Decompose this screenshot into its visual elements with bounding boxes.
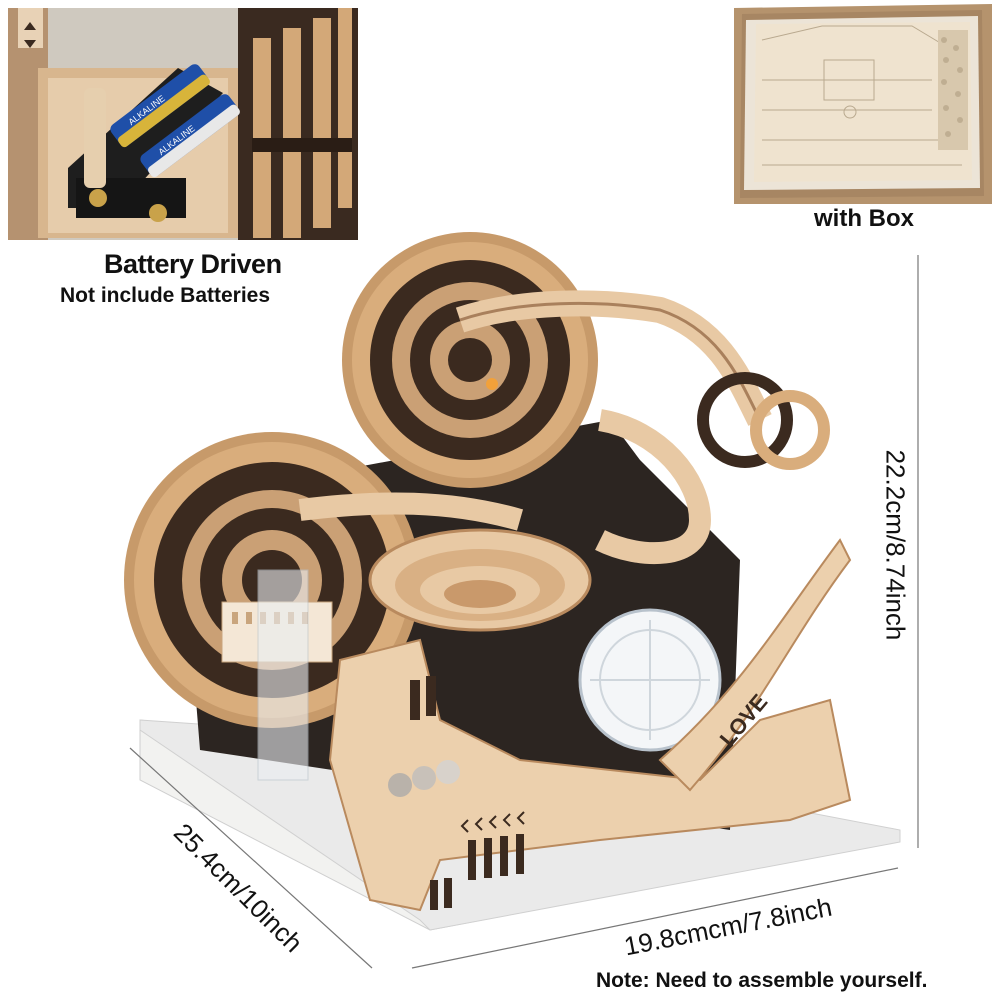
arrow-chevrons [460, 811, 525, 833]
mid-track [298, 492, 524, 531]
front-structure [328, 638, 852, 912]
battery-driven-title: Battery Driven [104, 249, 282, 279]
love-ramp: LOVE [658, 538, 852, 792]
assembly-note: Note: Need to assemble yourself. [596, 969, 928, 992]
box-illustration [734, 4, 992, 204]
right-gear [342, 232, 598, 488]
with-box-caption: with Box [814, 205, 914, 232]
paddle-wheel-left [221, 569, 333, 781]
batteries-not-included-note: Not include Batteries [60, 284, 271, 307]
clear-sphere [578, 608, 722, 752]
steel-balls [388, 760, 460, 797]
battery-holder-photo: ALKALINE ALKALINE [8, 8, 358, 240]
wheel-top-right [697, 372, 830, 470]
spiral-funnel [368, 528, 592, 632]
packaging-box-photo [732, 0, 994, 204]
battery-holder-illustration: ALKALINE ALKALINE [8, 8, 358, 240]
dimension-lines [129, 255, 919, 969]
front-cutouts [410, 676, 524, 910]
winding-track [595, 409, 712, 565]
height-dimension-label: 22.2cm/8.74inch [880, 449, 911, 641]
